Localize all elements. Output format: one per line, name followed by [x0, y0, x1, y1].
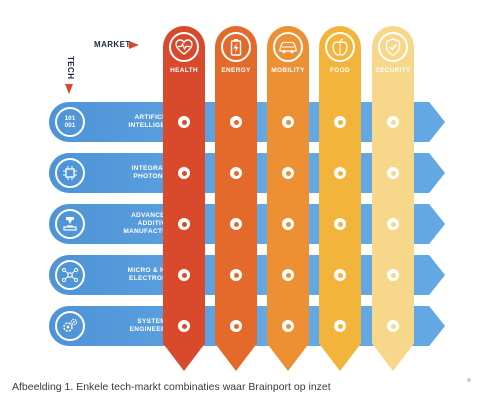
- market-label: FOOD: [330, 67, 350, 74]
- intersection-dot: [178, 218, 190, 230]
- intersection-dot: [387, 116, 399, 128]
- shield-check-icon: [378, 32, 408, 62]
- intersection-dot: [387, 320, 399, 332]
- market-arrow-icon: [129, 41, 139, 49]
- market-label: SECURITY: [375, 67, 411, 74]
- intersection-dot: [387, 218, 399, 230]
- intersection-dot: [334, 167, 346, 179]
- intersection-dot: [178, 320, 190, 332]
- gears-icon: [55, 311, 85, 341]
- binary-code-icon: 101 001: [55, 107, 85, 137]
- intersection-dot: [230, 167, 242, 179]
- intersection-dot: [282, 218, 294, 230]
- circuit-nodes-icon: [55, 260, 85, 290]
- intersection-dot: [282, 167, 294, 179]
- intersection-dot: [334, 218, 346, 230]
- intersection-dot: [334, 116, 346, 128]
- intersection-dot: [230, 218, 242, 230]
- market-label: MOBILITY: [271, 67, 305, 74]
- intersection-dot: [282, 269, 294, 281]
- intersection-dot: [178, 269, 190, 281]
- intersection-dot: [334, 269, 346, 281]
- figure-caption: Afbeelding 1. Enkele tech-markt combinat…: [12, 381, 331, 393]
- intersection-dot: [230, 116, 242, 128]
- chip-icon: [55, 158, 85, 188]
- battery-icon: [221, 32, 251, 62]
- intersection-dot: [282, 116, 294, 128]
- car-icon: [273, 32, 303, 62]
- intersection-dot: [334, 320, 346, 332]
- intersection-dot: [282, 320, 294, 332]
- market-column-health: HEALTH: [163, 26, 205, 371]
- market-column-security: SECURITY: [372, 26, 414, 371]
- market-label: HEALTH: [170, 67, 198, 74]
- tech-arrow-icon: [65, 84, 73, 94]
- 3d-printer-icon: [55, 209, 85, 239]
- intersection-dot: [178, 116, 190, 128]
- market-column-food: FOOD: [319, 26, 361, 371]
- market-label: ENERGY: [221, 67, 251, 74]
- intersection-dot: [178, 167, 190, 179]
- market-axis-label: MARKET: [94, 40, 131, 49]
- intersection-dot: [387, 269, 399, 281]
- heart-pulse-icon: [169, 32, 199, 62]
- intersection-dot: [230, 320, 242, 332]
- intersection-dot: [230, 269, 242, 281]
- corner-dot: [467, 378, 471, 382]
- market-column-energy: ENERGY: [215, 26, 257, 371]
- tech-axis-label: TECH: [66, 56, 75, 80]
- market-column-mobility: MOBILITY: [267, 26, 309, 371]
- apple-icon: [325, 32, 355, 62]
- intersection-dot: [387, 167, 399, 179]
